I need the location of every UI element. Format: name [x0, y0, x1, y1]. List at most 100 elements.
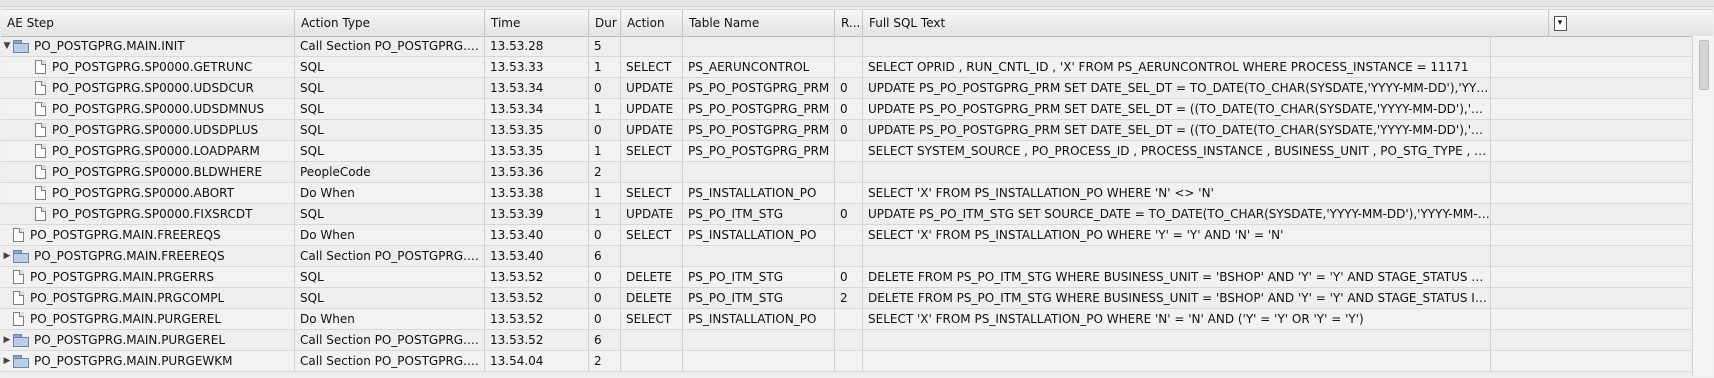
cell-action-type: Call Section PO_POSTGPRG.SP4...	[295, 330, 485, 350]
cell-rows	[835, 246, 863, 266]
ae-step-label: PO_POSTGPRG.MAIN.FREEREQS	[34, 249, 225, 263]
ae-step-label: PO_POSTGPRG.MAIN.PURGEWKM	[34, 354, 233, 368]
cell-ae-step[interactable]: PO_POSTGPRG.SP0000.UDSDMNUS	[1, 99, 295, 119]
cell-ae-step[interactable]: PO_POSTGPRG.MAIN.PURGEREL	[1, 309, 295, 329]
cell-ae-step[interactable]: PO_POSTGPRG.MAIN.FREEREQS	[1, 225, 295, 245]
column-header-full-sql-text[interactable]: Full SQL Text	[863, 10, 1549, 36]
column-header-ae-step[interactable]: AE Step	[1, 10, 295, 36]
cell-time: 13.53.28	[485, 36, 589, 56]
cell-action: SELECT	[621, 309, 683, 329]
cell-rows: 0	[835, 78, 863, 98]
cell-ae-step[interactable]: PO_POSTGPRG.MAIN.PRGERRS	[1, 267, 295, 287]
expand-arrow-icon[interactable]: ▶	[3, 251, 11, 261]
column-header-action-type[interactable]: Action Type	[295, 10, 485, 36]
cell-full-sql-text	[863, 36, 1491, 56]
cell-time: 13.53.36	[485, 162, 589, 182]
cell-full-sql-text: SELECT 'X' FROM PS_INSTALLATION_PO WHERE…	[863, 183, 1491, 203]
expand-arrow-icon[interactable]: ▶	[3, 335, 11, 345]
cell-ae-step[interactable]: ▶PO_POSTGPRG.MAIN.PURGEREL	[1, 330, 295, 350]
cell-table-name	[683, 36, 835, 56]
collapse-arrow-icon[interactable]: ▼	[3, 41, 11, 51]
cell-ae-step[interactable]: PO_POSTGPRG.SP0000.ABORT	[1, 183, 295, 203]
cell-action: UPDATE	[621, 99, 683, 119]
cell-full-sql-text: UPDATE PS_PO_POSTGPRG_PRM SET DATE_SEL_D…	[863, 99, 1491, 119]
cell-table-name: PS_PO_POSTGPRG_PRM	[683, 141, 835, 161]
cell-action-type: SQL	[295, 267, 485, 287]
cell-action-type: SQL	[295, 57, 485, 77]
cell-table-name: PS_INSTALLATION_PO	[683, 225, 835, 245]
folder-icon	[13, 355, 29, 368]
cell-action-type: Do When	[295, 225, 485, 245]
column-header-action[interactable]: Action	[621, 10, 683, 36]
cell-time: 13.53.52	[485, 309, 589, 329]
folder-icon	[13, 334, 29, 347]
column-header-rows[interactable]: R...	[835, 10, 863, 36]
cell-ae-step[interactable]: PO_POSTGPRG.SP0000.BLDWHERE	[1, 162, 295, 182]
cell-action-type: SQL	[295, 120, 485, 140]
ae-step-table-body: ▼PO_POSTGPRG.MAIN.INIT Call Section PO_PO…	[1, 36, 1691, 372]
document-icon	[35, 102, 46, 116]
cell-full-sql-text: SELECT OPRID , RUN_CNTL_ID , 'X' FROM PS…	[863, 57, 1491, 77]
cell-rows: 2	[835, 288, 863, 308]
cell-full-sql-text: UPDATE PS_PO_POSTGPRG_PRM SET DATE_SEL_D…	[863, 120, 1491, 140]
window-top-border	[0, 0, 1714, 7]
cell-table-name	[683, 351, 835, 371]
vertical-scrollbar[interactable]	[1692, 36, 1713, 376]
column-header-dur[interactable]: Dur	[589, 10, 621, 36]
cell-time: 13.53.35	[485, 141, 589, 161]
cell-table-name: PS_PO_POSTGPRG_PRM	[683, 120, 835, 140]
column-header-table-name[interactable]: Table Name	[683, 10, 835, 36]
column-chooser-button[interactable]: ▾	[1549, 10, 1571, 36]
ae-step-label: PO_POSTGPRG.SP0000.FIXSRCDT	[52, 207, 253, 221]
table-header: AE Step Action Type Time Dur Action Tabl…	[1, 9, 1713, 37]
cell-rows: 0	[835, 204, 863, 224]
scrollbar-thumb[interactable]	[1699, 40, 1709, 90]
cell-full-sql-text	[863, 351, 1491, 371]
document-icon	[35, 186, 46, 200]
cell-dur: 0	[589, 309, 621, 329]
cell-time: 13.53.34	[485, 78, 589, 98]
cell-ae-step[interactable]: ▼PO_POSTGPRG.MAIN.INIT	[1, 36, 295, 56]
cell-table-name: PS_PO_ITM_STG	[683, 204, 835, 224]
document-icon	[13, 312, 24, 326]
cell-ae-step[interactable]: ▶ PO_POSTGPRG.MAIN.PURGEWKM	[1, 351, 295, 371]
cell-ae-step[interactable]: PO_POSTGPRG.SP0000.UDSDCUR	[1, 78, 295, 98]
cell-action-type: SQL	[295, 204, 485, 224]
cell-rows	[835, 183, 863, 203]
cell-ae-step[interactable]: PO_POSTGPRG.SP0000.FIXSRCDT	[1, 204, 295, 224]
cell-action: DELETE	[621, 267, 683, 287]
cell-ae-step[interactable]: PO_POSTGPRG.SP0000.UDSDPLUS	[1, 120, 295, 140]
cell-ae-step[interactable]: ▶ PO_POSTGPRG.MAIN.FREEREQS	[1, 246, 295, 266]
column-header-time[interactable]: Time	[485, 10, 589, 36]
cell-ae-step[interactable]: PO_POSTGPRG.SP0000.LOADPARM	[1, 141, 295, 161]
cell-rows	[835, 309, 863, 329]
document-icon	[35, 60, 46, 74]
cell-ae-step[interactable]: PO_POSTGPRG.MAIN.PRGCOMPL	[1, 288, 295, 308]
cell-full-sql-text: SELECT 'X' FROM PS_INSTALLATION_PO WHERE…	[863, 225, 1491, 245]
cell-action	[621, 330, 683, 350]
ae-step-label: PO_POSTGPRG.SP0000.LOADPARM	[52, 144, 260, 158]
cell-time: 13.53.39	[485, 204, 589, 224]
cell-action	[621, 246, 683, 266]
ae-step-label: PO_POSTGPRG.SP0000.GETRUNC	[52, 60, 253, 74]
expand-arrow-icon[interactable]: ▶	[3, 356, 11, 366]
cell-time: 13.53.35	[485, 120, 589, 140]
cell-ae-step[interactable]: PO_POSTGPRG.SP0000.GETRUNC	[1, 57, 295, 77]
cell-time: 13.53.38	[485, 183, 589, 203]
